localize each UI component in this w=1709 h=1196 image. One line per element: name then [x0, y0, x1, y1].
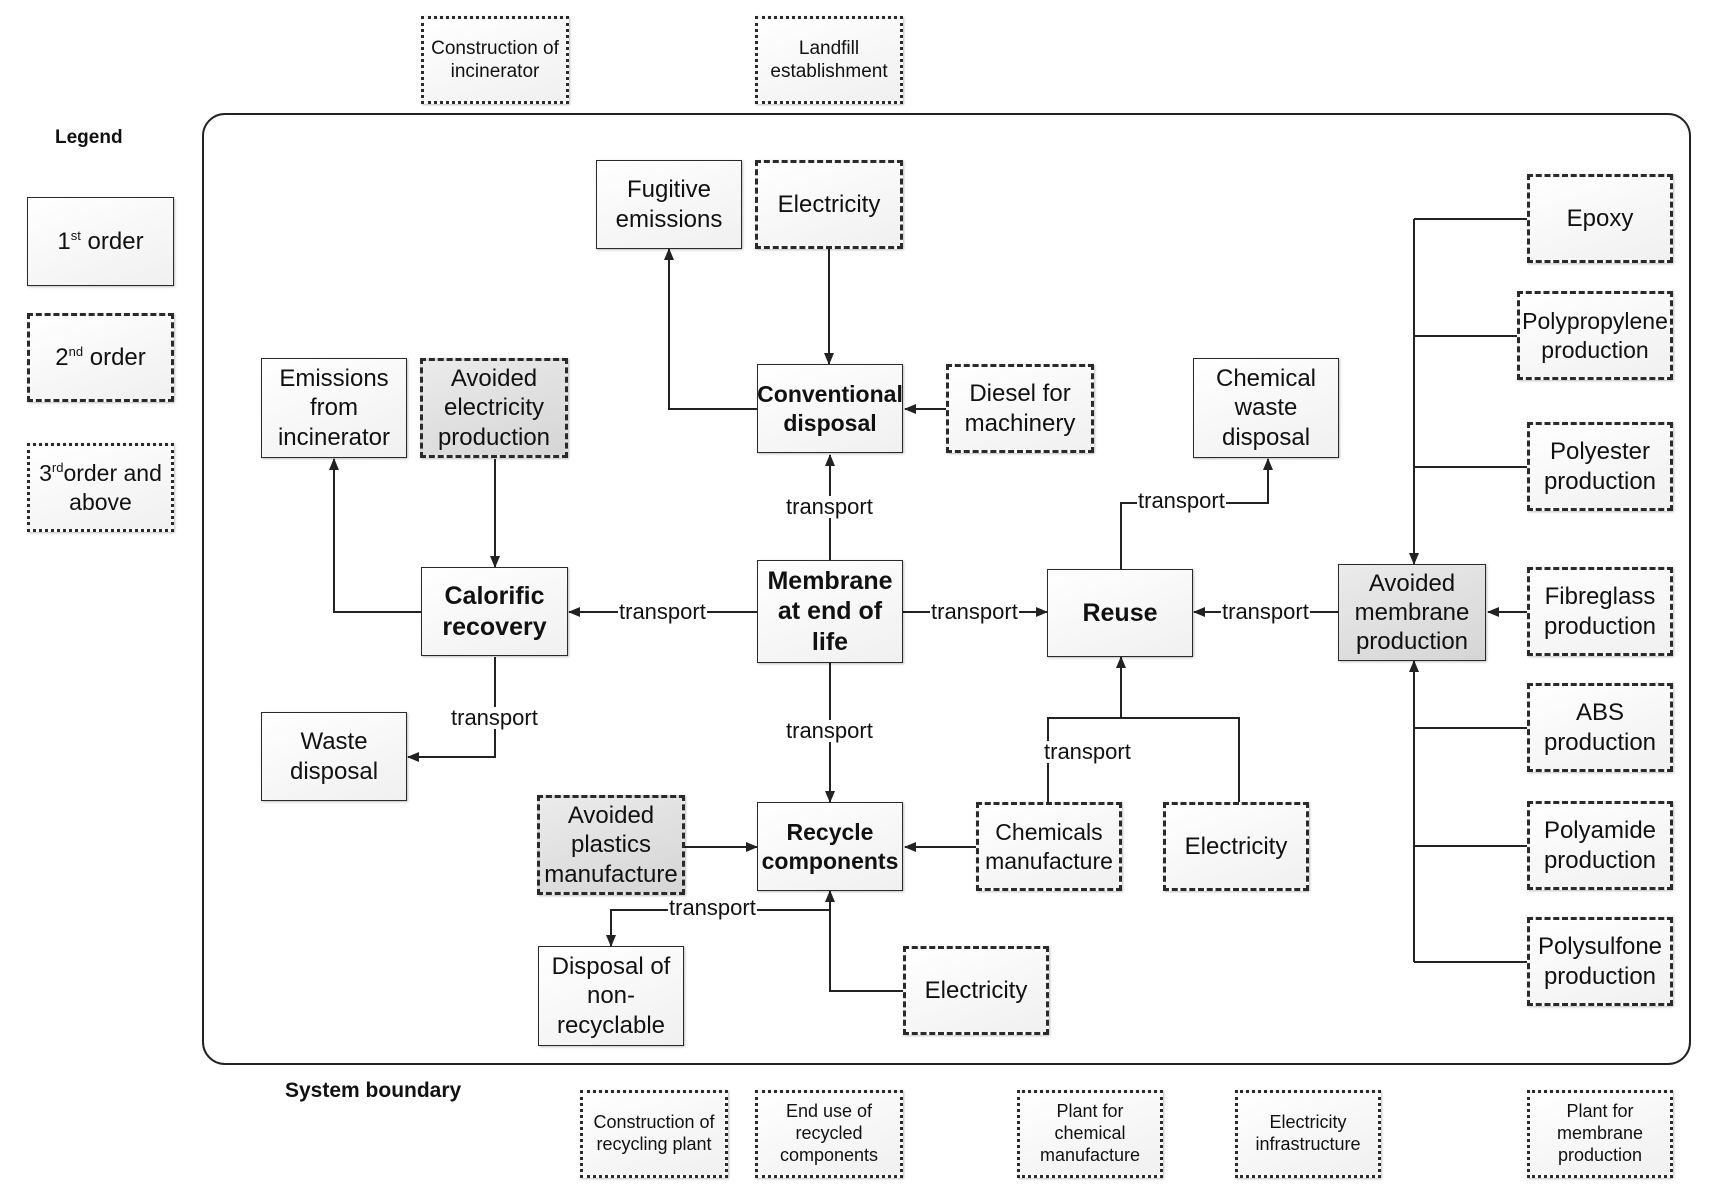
legend-first-order-text: order — [80, 227, 144, 255]
node-plant-for-membrane-production: Plant for membrane production — [1527, 1090, 1673, 1178]
node-disposal-of-non-recyclable: Disposal of non- recyclable — [538, 946, 684, 1046]
edge-label-transport-reuse: transport — [930, 599, 1019, 624]
node-epoxy: Epoxy — [1527, 174, 1673, 263]
legend-third-order-line2: above — [69, 488, 132, 515]
edge-label-transport-avoided-membrane: transport — [1221, 599, 1310, 624]
edge-calorific-to-waste — [407, 657, 496, 762]
legend-first-order-number: 1 — [57, 227, 71, 255]
legend-second-order-superscript: nd — [68, 343, 84, 359]
edge-chemicals-to-reuse — [1047, 717, 1121, 802]
node-fibreglass-production: Fibreglass production — [1527, 567, 1673, 656]
node-fugitive-emissions: Fugitive emissions — [596, 160, 742, 249]
node-electricity-infrastructure: Electricity infrastructure — [1235, 1090, 1381, 1178]
edge-label-transport-waste-disposal: transport — [450, 705, 539, 730]
node-electricity-reuse: Electricity — [1163, 802, 1309, 891]
node-membrane-at-end-of-life: Membrane at end of life — [757, 560, 903, 663]
node-construction-of-recycling-plant: Construction of recycling plant — [580, 1090, 728, 1178]
node-polyester-production: Polyester production — [1527, 422, 1673, 511]
edge-calorific-to-emissions — [329, 458, 421, 613]
node-avoided-electricity-production: Avoided electricity production — [420, 358, 568, 458]
node-diesel-for-machinery: Diesel for machinery — [946, 364, 1094, 453]
legend-heading: Legend — [55, 127, 123, 148]
node-chemicals-manufacture: Chemicals manufacture — [976, 802, 1122, 891]
node-plant-for-chemical-manufacture: Plant for chemical manufacture — [1017, 1090, 1163, 1178]
node-electricity-recycle: Electricity — [903, 946, 1049, 1035]
node-polypropylene-production: Polypropylene production — [1517, 291, 1673, 380]
node-landfill-establishment: Landfill establishment — [755, 16, 903, 104]
edge-electricity-to-reuse — [1116, 656, 1240, 802]
node-avoided-plastics-manufacture: Avoided plastics manufacture — [537, 795, 685, 895]
node-reuse: Reuse — [1047, 569, 1193, 657]
edge-label-transport-nonrecyclable: transport — [668, 895, 757, 920]
node-polysulfone-production: Polysulfone production — [1527, 917, 1673, 1006]
legend-second-order: 2nd order — [27, 313, 174, 402]
node-recycle-components: Recycle components — [757, 802, 903, 891]
system-boundary-frame — [202, 113, 1691, 1065]
node-polyamide-production: Polyamide production — [1527, 801, 1673, 890]
edge-label-transport-calorific: transport — [618, 599, 707, 624]
edge-label-transport-conventional: transport — [785, 494, 874, 519]
node-calorific-recovery: Calorific recovery — [421, 567, 568, 656]
node-avoided-membrane-production: Avoided membrane production — [1338, 564, 1486, 661]
edge-label-transport-chemicals: transport — [1043, 739, 1132, 764]
edge-conventional-to-fugitive — [664, 248, 758, 410]
node-abs-production: ABS production — [1527, 683, 1673, 772]
legend-third-order-superscript: rd — [51, 460, 64, 476]
edge-label-transport-chemical-waste: transport — [1137, 488, 1226, 513]
legend-third-order-text: order and — [63, 460, 162, 487]
node-conventional-disposal: Conventional disposal — [757, 364, 903, 453]
legend-second-order-text: order — [83, 343, 146, 371]
edge-electricity-to-recycle — [825, 890, 903, 992]
legend-third-order-number: 3 — [39, 460, 52, 487]
node-end-use-of-recycled-components: End use of recycled components — [755, 1090, 903, 1178]
system-boundary-label: System boundary — [285, 1079, 462, 1102]
node-emissions-from-incinerator: Emissions from incinerator — [261, 358, 407, 458]
legend-second-order-number: 2 — [55, 343, 69, 371]
edge-label-transport-recycle: transport — [785, 718, 874, 743]
node-chemical-waste-disposal: Chemical waste disposal — [1193, 358, 1339, 458]
edge-recycle-to-nonrecyclable — [606, 909, 830, 947]
node-waste-disposal: Waste disposal — [261, 712, 407, 801]
node-construction-of-incinerator: Construction of incinerator — [421, 16, 569, 104]
legend-first-order-superscript: st — [70, 227, 81, 243]
node-electricity-conventional: Electricity — [755, 160, 903, 249]
edge-reuse-to-chemical-waste — [1120, 458, 1273, 569]
legend-third-order: 3rdorder and above — [27, 443, 174, 532]
legend-first-order: 1st order — [27, 197, 174, 286]
